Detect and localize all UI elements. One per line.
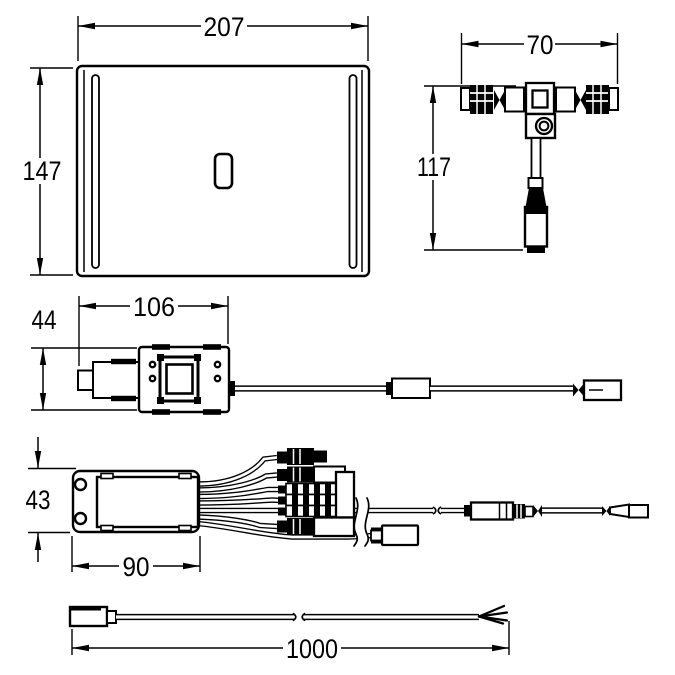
arrow-right-icon — [600, 40, 618, 48]
mounting-hole — [73, 477, 88, 492]
stem-collar — [527, 177, 544, 189]
arrow-right-icon — [183, 562, 200, 570]
arrow-left-icon — [72, 644, 89, 652]
cable-splice — [391, 377, 431, 399]
arrow-right-icon — [211, 302, 228, 310]
front-panel-width-label: 207 — [204, 12, 245, 42]
cable-length-label: 1000 — [286, 634, 338, 664]
dimension-control-unit-height: 44 — [31, 305, 137, 411]
screw-hole — [148, 374, 157, 383]
mounting-hole — [73, 511, 88, 526]
arrow-right-icon — [492, 644, 509, 652]
coupler-ribbed-grip — [513, 504, 525, 519]
screw-hole — [148, 360, 157, 369]
unit-plug — [77, 369, 95, 391]
front-panel-view — [75, 64, 371, 278]
control-unit-length-label: 106 — [133, 292, 175, 322]
dimension-cable-length: 1000 — [71, 621, 510, 664]
cable-harness — [197, 454, 464, 540]
fitting-cap-right — [608, 87, 619, 111]
unit-neck — [92, 361, 141, 399]
dimension-front-panel-height: 147 — [20, 67, 73, 276]
control-unit-height-label: 44 — [32, 305, 57, 335]
connector-block — [312, 516, 356, 538]
dimension-electronics-module-width: 90 — [71, 536, 201, 582]
inline-coupler — [464, 501, 649, 521]
module-body — [95, 475, 200, 529]
arrow-right-icon — [351, 22, 368, 30]
arrow-up-icon — [34, 533, 42, 550]
valve-body-port — [531, 89, 549, 109]
tee-valve-view — [460, 81, 619, 253]
arrow-left-icon — [78, 22, 95, 30]
tee-valve-height-label: 117 — [417, 152, 451, 182]
arrow-left-icon — [72, 562, 89, 570]
solenoid-port-inner — [538, 120, 550, 132]
front-panel-height-label: 147 — [23, 156, 62, 186]
arrow-down-icon — [429, 233, 437, 250]
arrow-left-icon — [461, 40, 479, 48]
dimension-control-unit-length: 106 — [78, 292, 229, 366]
tee-valve-width-label: 70 — [527, 30, 554, 60]
fitting-cap-left — [460, 87, 471, 111]
cable-break-symbol — [353, 497, 370, 547]
connector-stack — [277, 448, 356, 538]
clamp-bowtie-icon — [602, 506, 607, 516]
arrow-up-icon — [429, 86, 437, 103]
electronics-module-width-label: 90 — [123, 552, 150, 582]
clamp-bowtie-icon — [578, 383, 584, 397]
end-connector-taper — [609, 503, 630, 519]
control-unit-view — [77, 344, 623, 415]
dimension-front-panel-width: 207 — [77, 12, 369, 61]
unit-socket-inner — [165, 363, 194, 395]
coupling-right — [555, 86, 576, 113]
clamp-bowtie-icon — [499, 90, 505, 110]
arrow-up-icon — [39, 348, 47, 365]
arrow-down-icon — [36, 258, 44, 275]
branch-plug-body — [380, 524, 420, 547]
mains-cable-view — [68, 604, 509, 628]
stem-connector-tip — [527, 246, 545, 253]
arrow-up-icon — [36, 68, 44, 85]
valve-stem — [530, 137, 542, 179]
arrow-left-icon — [79, 302, 96, 310]
clamp-bowtie-icon — [580, 90, 586, 110]
arrow-down-icon — [34, 451, 42, 468]
dimension-electronics-module-height: 43 — [26, 437, 76, 562]
sensor-window — [213, 152, 234, 190]
cable-plug-collar — [106, 610, 117, 624]
panel-slot-left — [91, 74, 100, 269]
arrow-down-icon — [39, 393, 47, 410]
clamp-bowtie-icon — [538, 505, 542, 517]
knurled-nut-left — [470, 85, 493, 114]
screw-hole — [213, 360, 222, 369]
dimensions-layer: 207 147 70 — [20, 12, 619, 664]
clamp-bowtie-icon — [494, 90, 500, 110]
screw-hole — [213, 374, 222, 383]
branch-plug — [370, 524, 420, 547]
electronics-module-height-label: 43 — [26, 485, 51, 515]
stem-taper — [525, 188, 547, 207]
clamp-bowtie-icon — [573, 383, 579, 397]
electronics-module-view — [71, 448, 649, 547]
end-connector-tip — [628, 504, 649, 519]
dimension-tee-valve-width: 70 — [460, 30, 619, 84]
panel-slot-right — [348, 74, 358, 269]
coupling-left — [504, 86, 525, 113]
cable-break-symbol — [292, 612, 297, 622]
connector-block — [334, 470, 356, 519]
knurled-nut-right — [586, 85, 609, 114]
clamp-bowtie-icon — [575, 90, 581, 110]
clamp-bowtie-icon — [533, 505, 538, 517]
stripped-wire-ends — [477, 604, 509, 625]
